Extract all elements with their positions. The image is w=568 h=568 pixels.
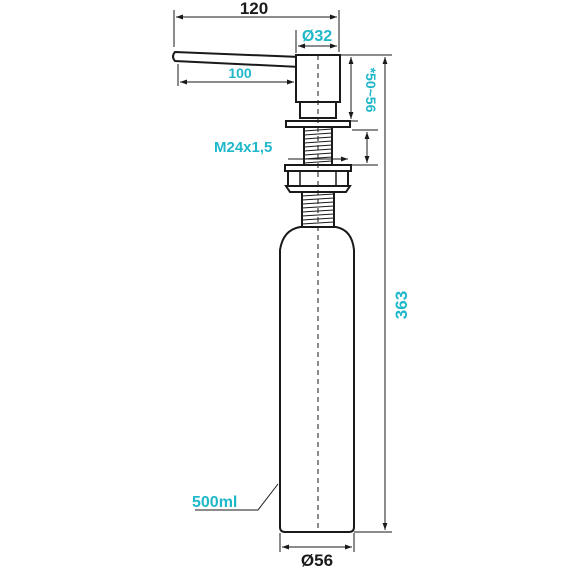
bottle — [279, 226, 355, 533]
mounting-nut — [284, 170, 352, 193]
dim-label-thread: M24x1,5 — [214, 139, 272, 156]
dim-label-363: 363 — [392, 291, 411, 319]
dim-label-100: 100 — [228, 65, 252, 81]
dim-label-120: 120 — [240, 0, 268, 18]
top-flange — [285, 120, 351, 128]
dim-label-volume: 500ml — [192, 494, 237, 511]
spout-arm — [172, 50, 301, 69]
dim-label-mount: *50~56 — [363, 68, 379, 113]
dim-label-d56: Ø56 — [301, 551, 333, 568]
dim-label-d32: Ø32 — [302, 28, 332, 45]
volume-leader — [195, 483, 279, 511]
